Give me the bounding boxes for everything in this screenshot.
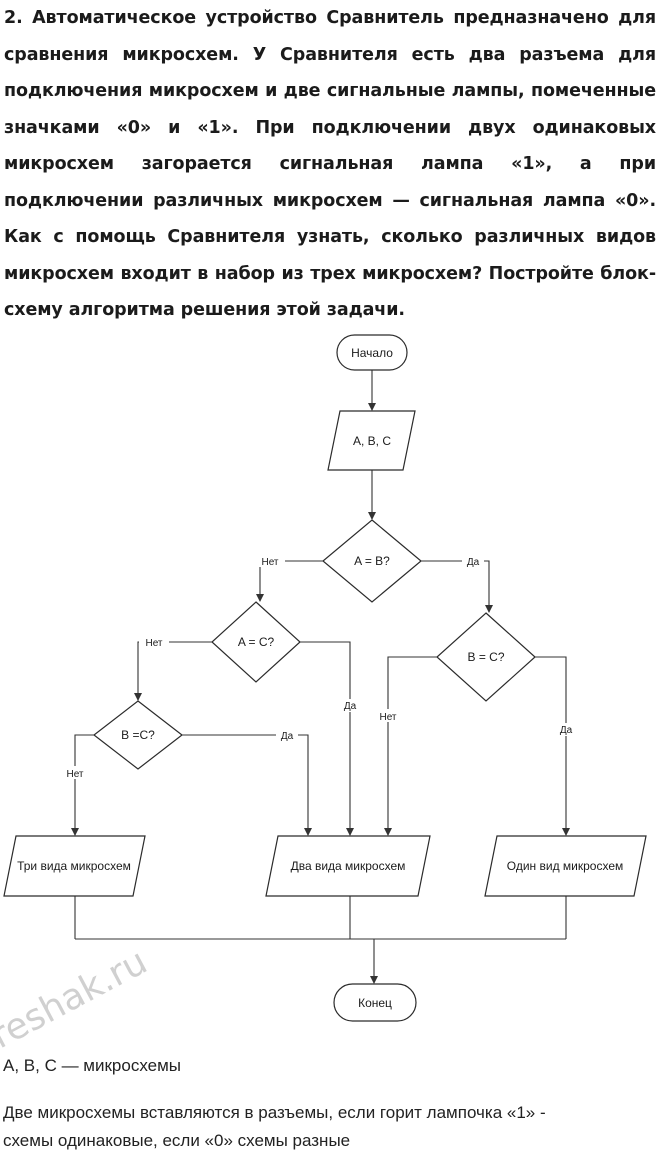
edge-ac-yes	[300, 641, 354, 836]
node-end-label: Конец	[358, 996, 392, 1010]
label-bc-left-yes: Да	[281, 731, 294, 742]
problem-text: 2. Автоматическое устройство Сравнитель …	[4, 8, 656, 320]
decision-bc-left: B =C?	[93, 700, 183, 770]
edge-ab-yes	[421, 560, 493, 613]
problem-statement: 2. Автоматическое устройство Сравнитель …	[4, 0, 656, 329]
edge-bc-left-yes	[182, 734, 312, 836]
edge-bc-left-no	[71, 734, 94, 836]
label-ab-no: Нет	[261, 557, 278, 568]
node-start-label: Начало	[351, 346, 393, 360]
label-ac-yes: Да	[344, 701, 357, 712]
decision-ab: A = B?	[322, 519, 422, 603]
decision-bc-right-label: B = C?	[467, 650, 504, 664]
label-ab-yes: Да	[467, 557, 480, 568]
flowchart-edges	[71, 370, 570, 984]
output-three-types-label: Три вида микросхем	[17, 859, 131, 873]
output-two-types: Два вида микросхем	[265, 835, 431, 897]
output-one-type: Один вид микросхем	[484, 835, 647, 897]
label-ac-no: Нет	[145, 638, 162, 649]
note-line-3: схемы одинаковые, если «0» схемы разные	[3, 1131, 351, 1150]
output-three-types: Три вида микросхем	[3, 835, 146, 897]
label-bc-left-no: Нет	[66, 769, 83, 780]
decision-bc-right: B = C?	[436, 612, 536, 702]
flowchart: Нет Да Нет Да Нет Да Нет Да Начало A, B,…	[3, 334, 647, 1022]
decision-bc-left-label: B =C?	[121, 728, 155, 742]
label-bc-right-no: Нет	[379, 712, 396, 723]
node-start: Начало	[336, 334, 408, 371]
edge-bc-right-no	[384, 656, 437, 836]
edge-bc-right-yes	[535, 656, 570, 836]
note-line-2: Две микросхемы вставляются в разъемы, ес…	[3, 1103, 546, 1122]
output-one-type-label: Один вид микросхем	[507, 859, 624, 873]
edge-ac-no	[134, 641, 212, 701]
node-input: A, B, C	[327, 410, 416, 471]
decision-ac-label: A = C?	[238, 635, 275, 649]
decision-ab-label: A = B?	[354, 554, 390, 568]
note-line-1: A, B, C — микросхемы	[3, 1056, 181, 1075]
node-input-label: A, B, C	[353, 434, 391, 448]
node-end: Конец	[333, 983, 417, 1022]
label-bc-right-yes: Да	[560, 725, 573, 736]
decision-ac: A = C?	[211, 601, 301, 683]
output-two-types-label: Два вида микросхем	[291, 859, 406, 873]
